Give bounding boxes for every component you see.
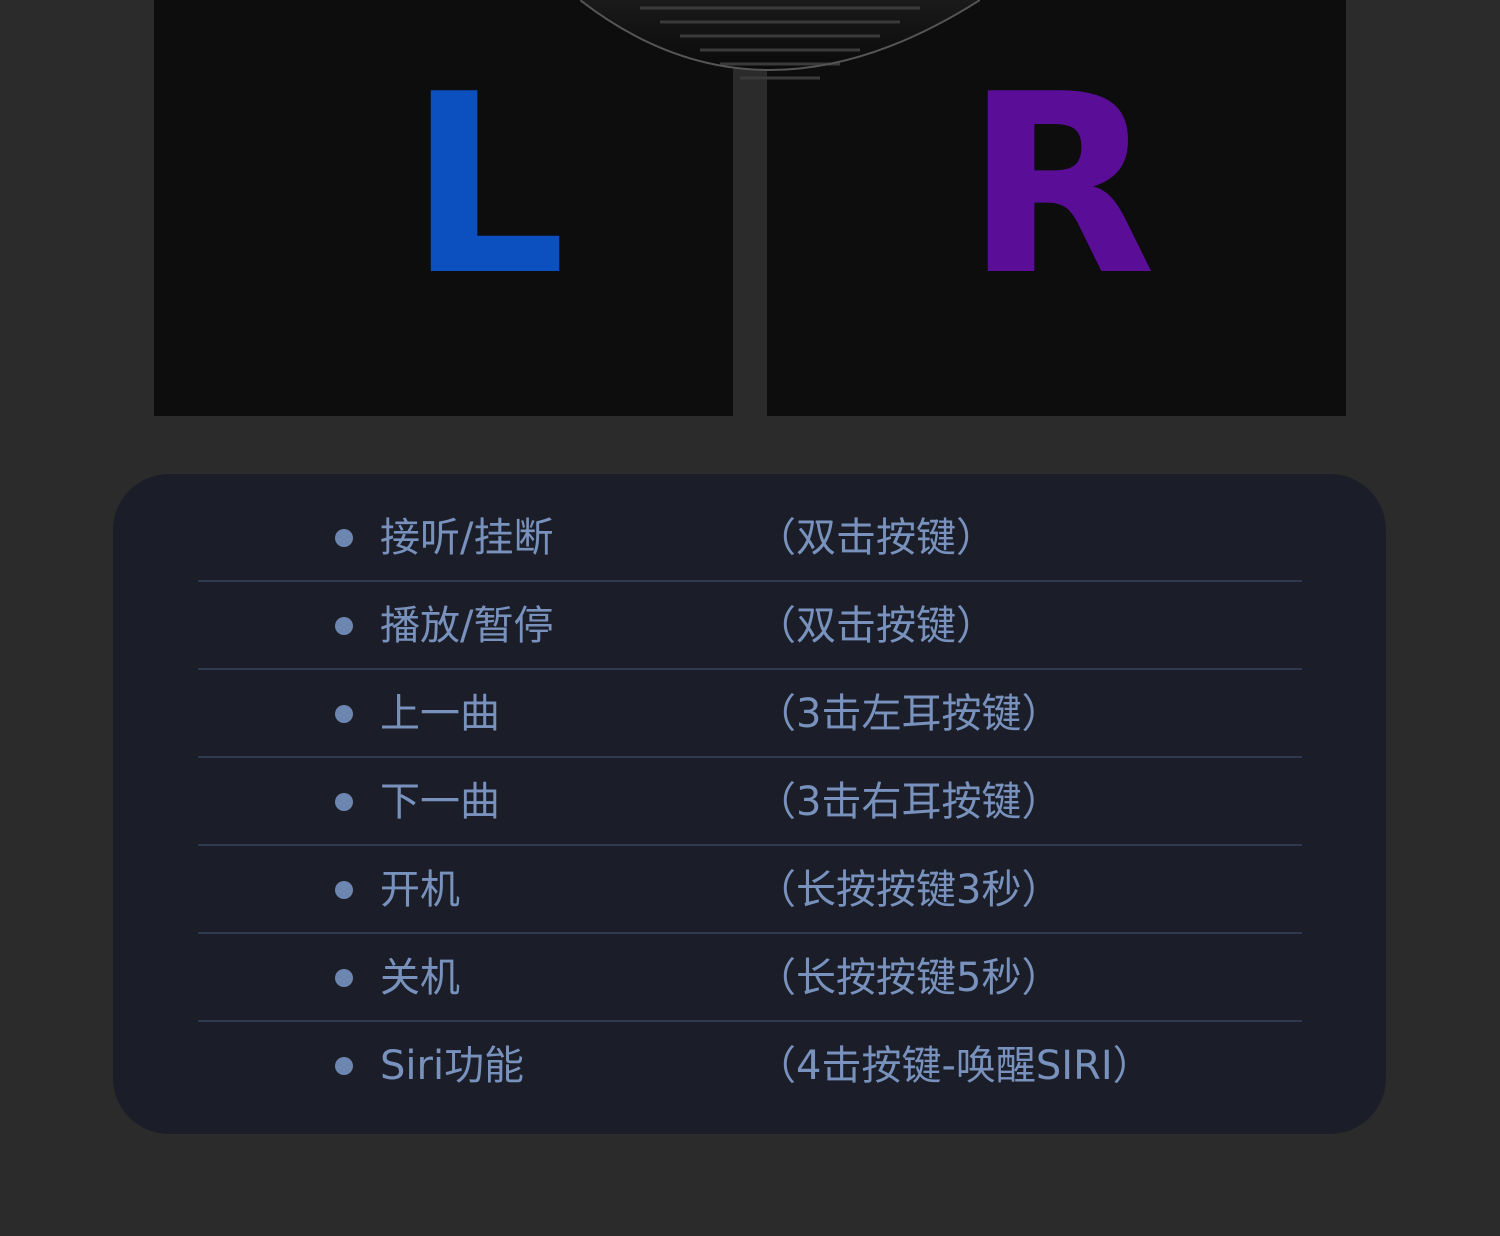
action-label: （双击按键） (756, 515, 996, 561)
bullet-icon (335, 529, 353, 547)
action-label: （长按按键3秒） (756, 867, 1062, 913)
function-label: 接听/挂断 (380, 515, 554, 561)
list-item: 接听/挂断 （双击按键） (198, 494, 1302, 582)
left-letter: L (408, 42, 567, 330)
controls-card: 接听/挂断 （双击按键） 播放/暂停 （双击按键） 上一曲 （3击左耳按键） 下… (113, 474, 1386, 1134)
bullet-icon (335, 705, 353, 723)
function-label: 关机 (380, 955, 460, 1001)
function-label: 开机 (380, 867, 460, 913)
right-earbud-panel: R (767, 0, 1346, 416)
right-letter: R (965, 42, 1156, 330)
bullet-icon (335, 793, 353, 811)
bullet-icon (335, 617, 353, 635)
list-item: 下一曲 （3击右耳按键） (198, 758, 1302, 846)
list-item: Siri功能 （4击按键-唤醒SIRI） (198, 1022, 1302, 1108)
function-label: 下一曲 (380, 779, 500, 825)
list-item: 播放/暂停 （双击按键） (198, 582, 1302, 670)
bullet-icon (335, 969, 353, 987)
left-earbud-panel: L (154, 0, 733, 416)
bullet-icon (335, 1057, 353, 1075)
action-label: （3击左耳按键） (756, 691, 1062, 737)
function-label: 上一曲 (380, 691, 500, 737)
function-label: 播放/暂停 (380, 603, 554, 649)
function-label: Siri功能 (380, 1043, 525, 1089)
action-label: （长按按键5秒） (756, 955, 1062, 1001)
bullet-icon (335, 881, 353, 899)
action-label: （4击按键-唤醒SIRI） (756, 1043, 1153, 1089)
list-item: 关机 （长按按键5秒） (198, 934, 1302, 1022)
action-label: （双击按键） (756, 603, 996, 649)
controls-list: 接听/挂断 （双击按键） 播放/暂停 （双击按键） 上一曲 （3击左耳按键） 下… (198, 494, 1302, 1108)
action-label: （3击右耳按键） (756, 779, 1062, 825)
list-item: 开机 （长按按键3秒） (198, 846, 1302, 934)
list-item: 上一曲 （3击左耳按键） (198, 670, 1302, 758)
